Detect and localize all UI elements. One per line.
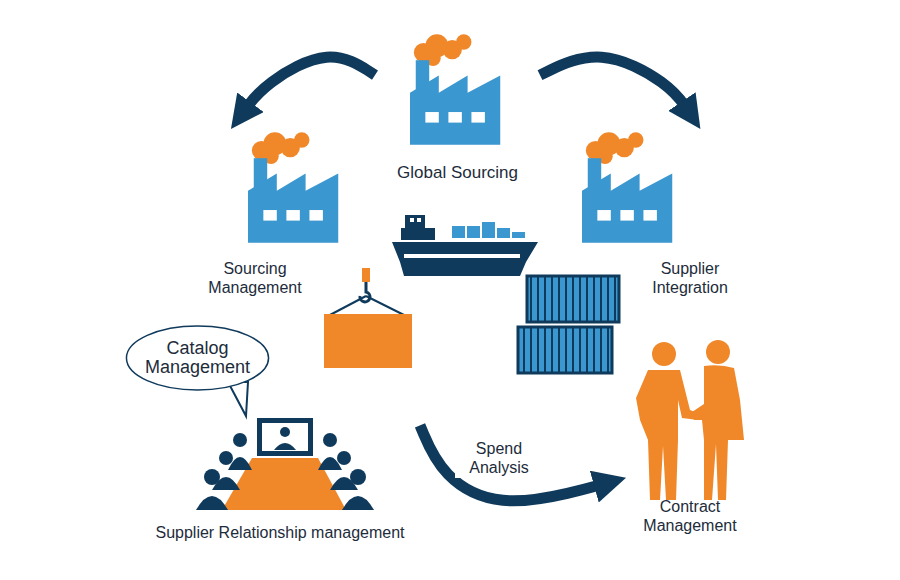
flow-arrow: [245, 57, 375, 110]
factory-icon: [248, 132, 338, 242]
icon-group: Supplier Integration: [620, 128, 760, 300]
ship-icon: [392, 215, 538, 276]
node-label: Contract Management: [631, 497, 749, 535]
flow-arrow: [420, 425, 604, 501]
flow-arrow: [540, 57, 687, 110]
node-label: Sourcing Management: [196, 259, 314, 297]
factory-icon: [582, 132, 672, 242]
icon-group: Sourcing Management: [190, 128, 320, 300]
icon-group: Contract Management: [625, 338, 755, 538]
factory-icon: [410, 34, 500, 144]
node-label: Global Sourcing: [378, 163, 538, 182]
icon-group: Global Sourcing: [375, 28, 540, 185]
meeting-icon: [196, 418, 374, 510]
node-label: Catalog Management: [136, 339, 260, 377]
edge-label: Spend Analysis: [455, 438, 543, 478]
handshake-icon: [636, 340, 744, 500]
crane-cargo-icon: [324, 268, 412, 368]
icon-group: Supplier Relationship management: [140, 412, 420, 545]
speech-bubble: Catalog Management: [125, 325, 270, 391]
node-label: Supplier Integration: [631, 259, 749, 297]
node-label: Supplier Relationship management: [130, 523, 430, 542]
bubble-ellipse: [126, 326, 268, 390]
container-stack-icon: [518, 276, 619, 373]
